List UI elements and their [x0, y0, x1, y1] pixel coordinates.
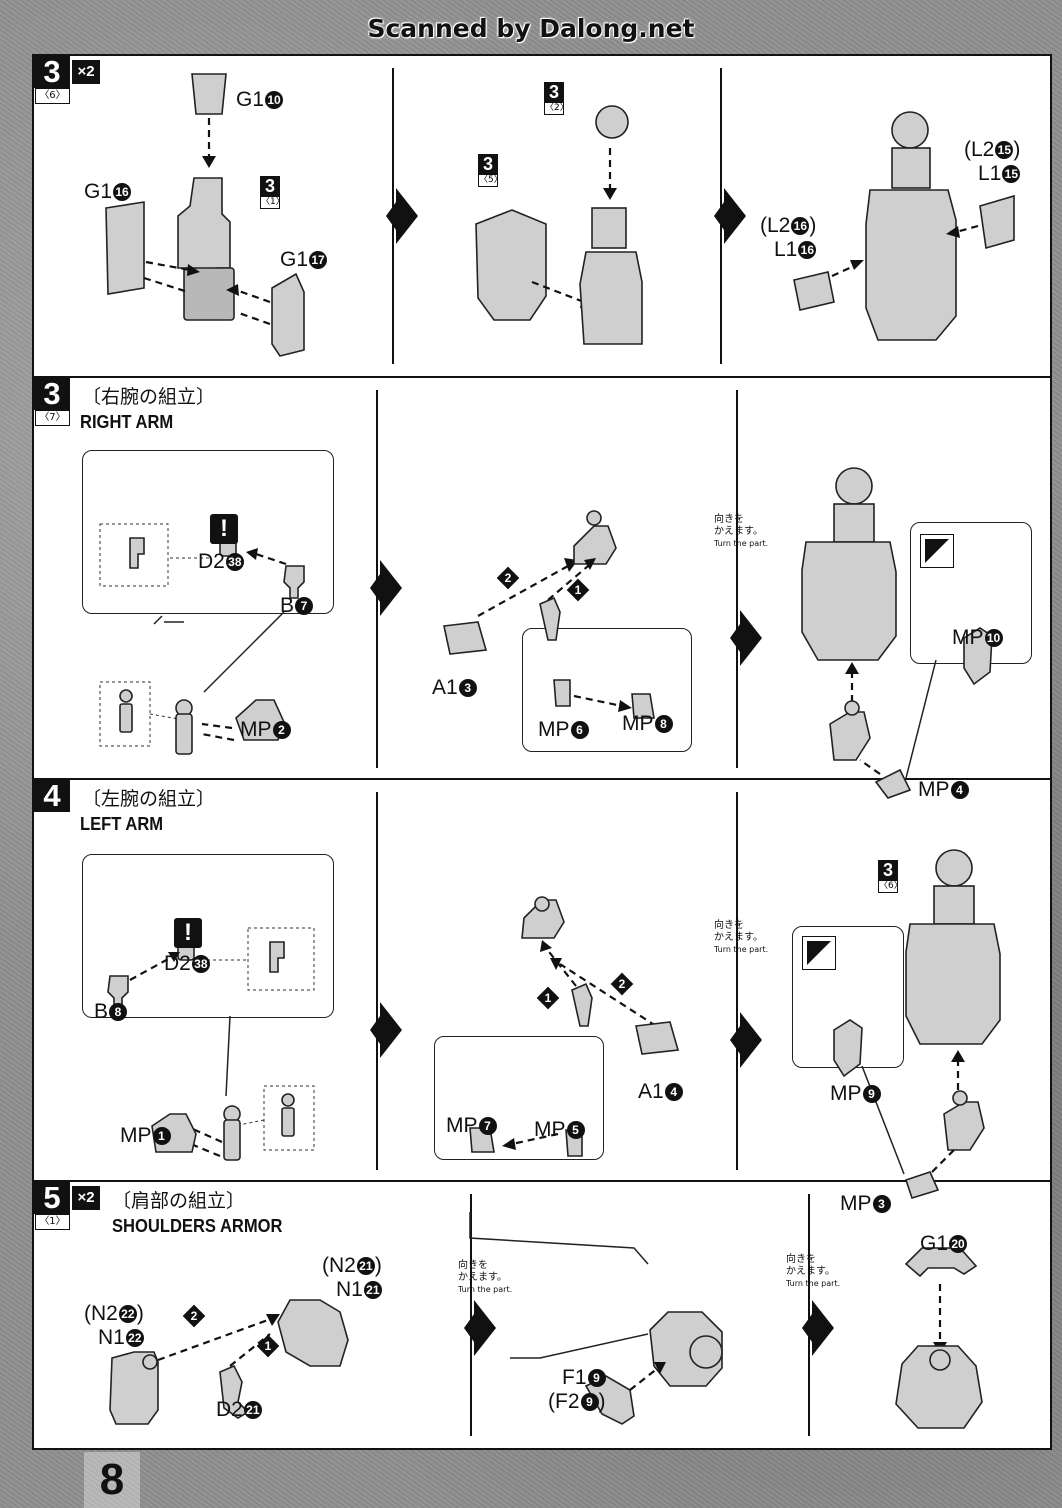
turn-note: 向きを かえます。Turn the part. — [458, 1260, 513, 1294]
step3-upper-illustration — [105, 73, 1015, 357]
substep-label: 〈7〉 — [35, 410, 70, 426]
right-arm-illustration — [99, 467, 993, 799]
turn-note: 向きを かえます。Turn the part. — [714, 514, 769, 548]
page-number: 8 — [84, 1452, 140, 1508]
order-marker-2: 2 — [496, 566, 520, 590]
caution-icon: ! — [210, 514, 238, 544]
order-marker-2: 2 — [610, 972, 634, 996]
panel-left-arm: 4 〔左腕の組立〕 LEFT ARM — [34, 780, 1050, 1215]
paint-marker-icon — [920, 534, 954, 568]
detail-callout — [522, 628, 692, 752]
multiplier-badge: ×2 — [72, 1186, 100, 1210]
divider — [808, 1194, 810, 1436]
substep-label: 〈6〉 — [35, 88, 70, 104]
step-reference-3-2: 3〈2〉 — [544, 82, 569, 115]
section-title-jp: 〔左腕の組立〕 — [82, 788, 216, 810]
order-marker-1: 1 — [566, 578, 590, 602]
substep-label: 〈1〉 — [35, 1214, 70, 1230]
divider — [470, 1194, 472, 1436]
turn-note: 向きを かえます。Turn the part. — [714, 920, 769, 954]
divider — [736, 390, 738, 768]
section-title-jp: 〔右腕の組立〕 — [82, 386, 216, 408]
order-marker-1: 1 — [536, 986, 560, 1010]
divider — [376, 792, 378, 1170]
caution-icon: ! — [174, 918, 202, 948]
step-number: 5 — [34, 1182, 70, 1214]
paint-marker-icon — [802, 936, 836, 970]
section-title-en: RIGHT ARM — [80, 412, 174, 432]
step-reference-3-1: 3〈1〉 — [260, 176, 285, 209]
panel-shoulders: 5 〈1〉 ×2 〔肩部の組立〕 SHOULDERS ARMOR — [34, 1182, 1050, 1448]
divider — [736, 792, 738, 1170]
left-arm-illustration — [107, 849, 1001, 1199]
instruction-sheet: 3 〈6〉 ×2 — [32, 54, 1052, 1450]
step-reference-3-5: 3〈5〉 — [478, 154, 503, 187]
section-title-en: LEFT ARM — [80, 814, 164, 834]
step-number: 3 — [34, 378, 70, 410]
order-marker-1: 1 — [256, 1334, 280, 1358]
step-reference-3-6: 3〈6〉 — [878, 860, 903, 893]
scan-credit: Scanned by Dalong.net — [367, 14, 695, 43]
step-number: 3 — [34, 56, 70, 88]
turn-note: 向きを かえます。Turn the part. — [786, 1254, 841, 1288]
step-number: 4 — [34, 780, 70, 812]
multiplier-badge: ×2 — [72, 60, 100, 84]
section-title-jp: 〔肩部の組立〕 — [112, 1190, 246, 1212]
panel-step3-upper: 3 〈6〉 ×2 — [34, 56, 1050, 378]
panel-right-arm: 3 〈7〉 〔右腕の組立〕 RIGHT ARM — [34, 378, 1050, 801]
order-marker-2: 2 — [182, 1304, 206, 1328]
section-title-en: SHOULDERS ARMOR — [112, 1216, 283, 1236]
shoulders-illustration — [109, 1212, 983, 1429]
